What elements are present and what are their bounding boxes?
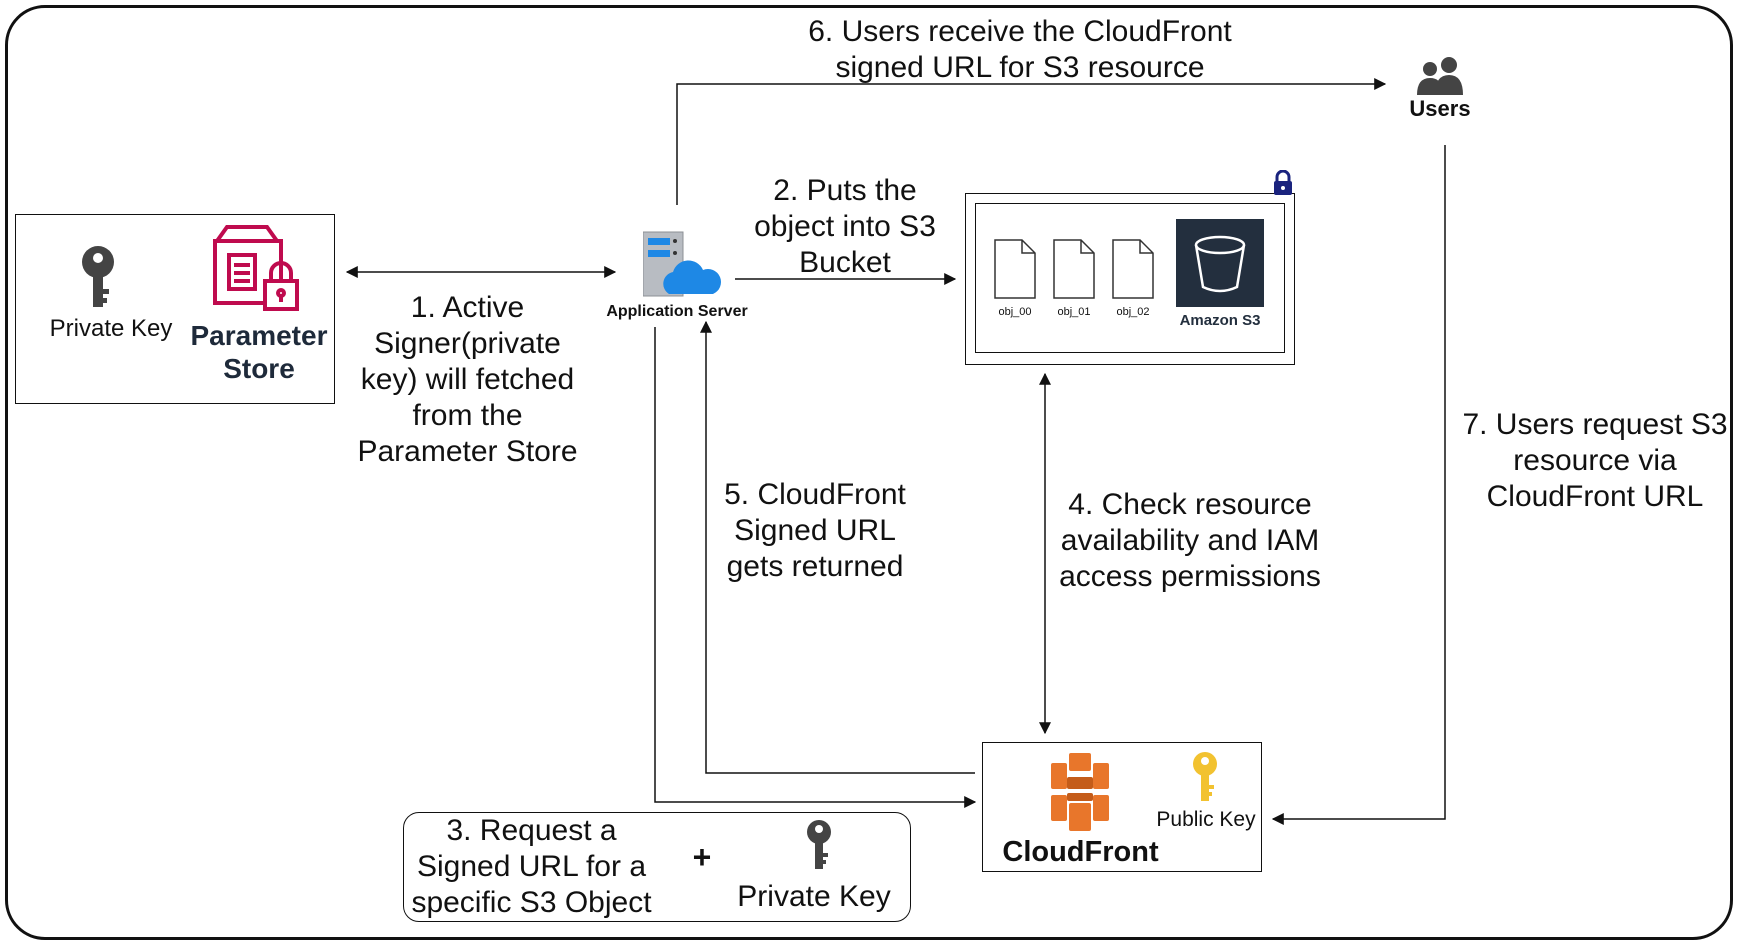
s3-bucket-group: obj_00 obj_01 obj_02 Amazon S3 (965, 193, 1295, 365)
diagram-frame (5, 5, 1733, 940)
arrow-step7 (1271, 145, 1446, 825)
cloudfront-icon (1051, 753, 1109, 831)
parameter-store-title: Parameter Store (190, 320, 328, 384)
amazon-s3-label: Amazon S3 (1179, 312, 1261, 329)
object-label: obj_00 (998, 306, 1032, 318)
public-key-label: Public Key (1156, 808, 1256, 831)
users-label: Users (1409, 96, 1471, 121)
key-icon (807, 820, 831, 869)
step6-label: 6. Users receive the CloudFront signed U… (808, 15, 1232, 84)
request-box: 3. Request a Signed URL for a specific S… (403, 812, 911, 922)
parameter-store-group: Private Key Parameter Store (15, 214, 335, 404)
object-item: obj_01 (1053, 239, 1095, 318)
plus-sign: + (692, 839, 712, 875)
file-icon (1053, 239, 1095, 299)
application-server-icon (643, 231, 721, 297)
key-icon (82, 246, 114, 307)
step5-label: 5. CloudFront Signed URL gets returned (724, 478, 906, 583)
step1-label: 1. Active Signer(private key) will fetch… (357, 291, 578, 468)
s3-bucket-icon (1194, 235, 1246, 293)
file-icon (994, 239, 1036, 299)
arrow-step5 (700, 320, 975, 774)
lock-icon (1274, 170, 1292, 195)
object-item: obj_02 (1112, 239, 1154, 318)
application-server-label: Application Server (606, 303, 748, 320)
public-key-icon (1193, 752, 1217, 801)
private-key-label: Private Key (737, 880, 891, 913)
arrow-step6 (676, 78, 1387, 205)
step2-label: 2. Puts the object into S3 Bucket (754, 174, 936, 279)
cloudfront-label: CloudFront (1002, 836, 1159, 868)
request-label: 3. Request a Signed URL for a specific S… (411, 814, 652, 919)
file-icon (1112, 239, 1154, 299)
step7-label: 7. Users request S3 resource via CloudFr… (1462, 408, 1728, 513)
s3-bucket-inner: obj_00 obj_01 obj_02 Amazon S3 (975, 203, 1285, 353)
arrow-step3 (654, 327, 977, 808)
object-label: obj_02 (1116, 306, 1150, 318)
private-key-label: Private Key (49, 315, 173, 342)
object-label: obj_01 (1057, 306, 1091, 318)
users-icon (1417, 57, 1463, 95)
amazon-s3-tile (1176, 219, 1264, 307)
cloudfront-group: Public Key CloudFront (982, 742, 1262, 872)
step4-label: 4. Check resource availability and IAM a… (1059, 488, 1321, 593)
parameter-store-icon (213, 225, 299, 311)
object-item: obj_00 (994, 239, 1036, 318)
